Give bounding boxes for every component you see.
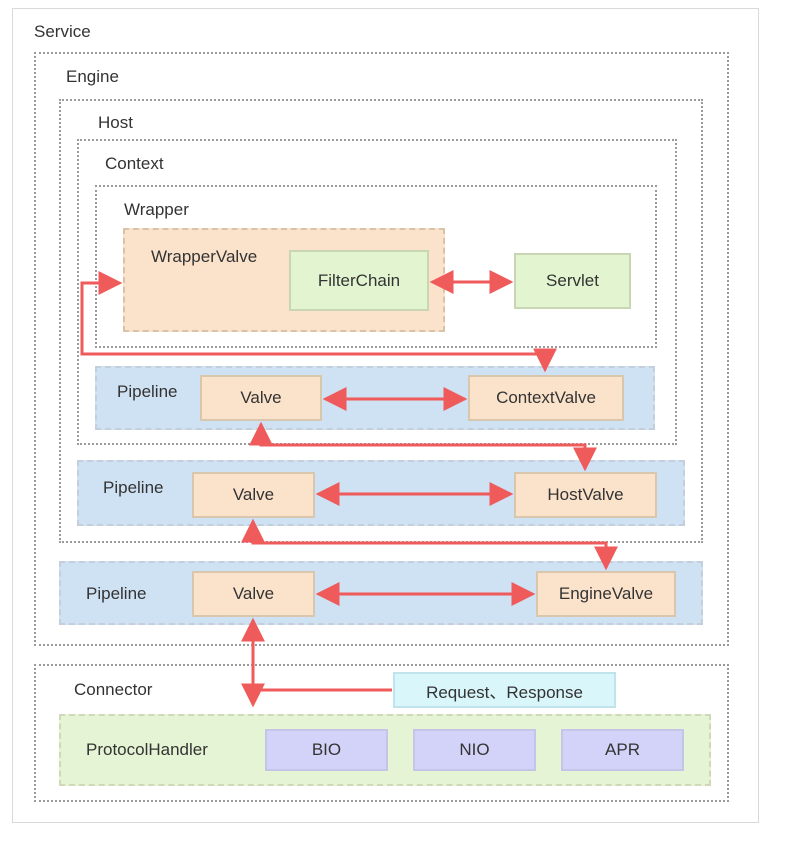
host-engine-arrow	[241, 518, 618, 571]
context-valve-box: Valve	[200, 375, 322, 421]
connector-label: Connector	[74, 680, 153, 699]
request-response-box: Request、Response	[393, 672, 616, 708]
engine-basic-valve-box: EngineValve	[536, 571, 676, 617]
host-label: Host	[98, 113, 133, 132]
host-basic-valve-box: HostValve	[514, 472, 657, 518]
engine-label: Engine	[66, 67, 119, 86]
nio-box: NIO	[413, 729, 536, 771]
engine-pipeline-label: Pipeline	[86, 584, 147, 603]
connector-engine-arrow	[241, 617, 392, 692]
context-basic-valve-box: ContextValve	[468, 375, 624, 421]
engine-container	[34, 52, 729, 646]
service-label: Service	[34, 22, 91, 41]
context-label: Context	[105, 154, 164, 173]
apr-box: APR	[561, 729, 684, 771]
engine-valve-box: Valve	[192, 571, 315, 617]
bio-box: BIO	[265, 729, 388, 771]
connector-container	[34, 664, 729, 802]
host-pipeline-label: Pipeline	[103, 478, 164, 497]
wrapper-valve-label: WrapperValve	[151, 247, 258, 266]
context-host-arrow	[249, 421, 597, 472]
protocol-handler-label: ProtocolHandler	[86, 740, 208, 759]
wrapper-loop-arrow	[80, 271, 557, 373]
host-valve-box: Valve	[192, 472, 315, 518]
context-pipeline-label: Pipeline	[117, 382, 178, 401]
diagram-frame	[12, 8, 759, 823]
wrapper-label: Wrapper	[124, 200, 189, 219]
